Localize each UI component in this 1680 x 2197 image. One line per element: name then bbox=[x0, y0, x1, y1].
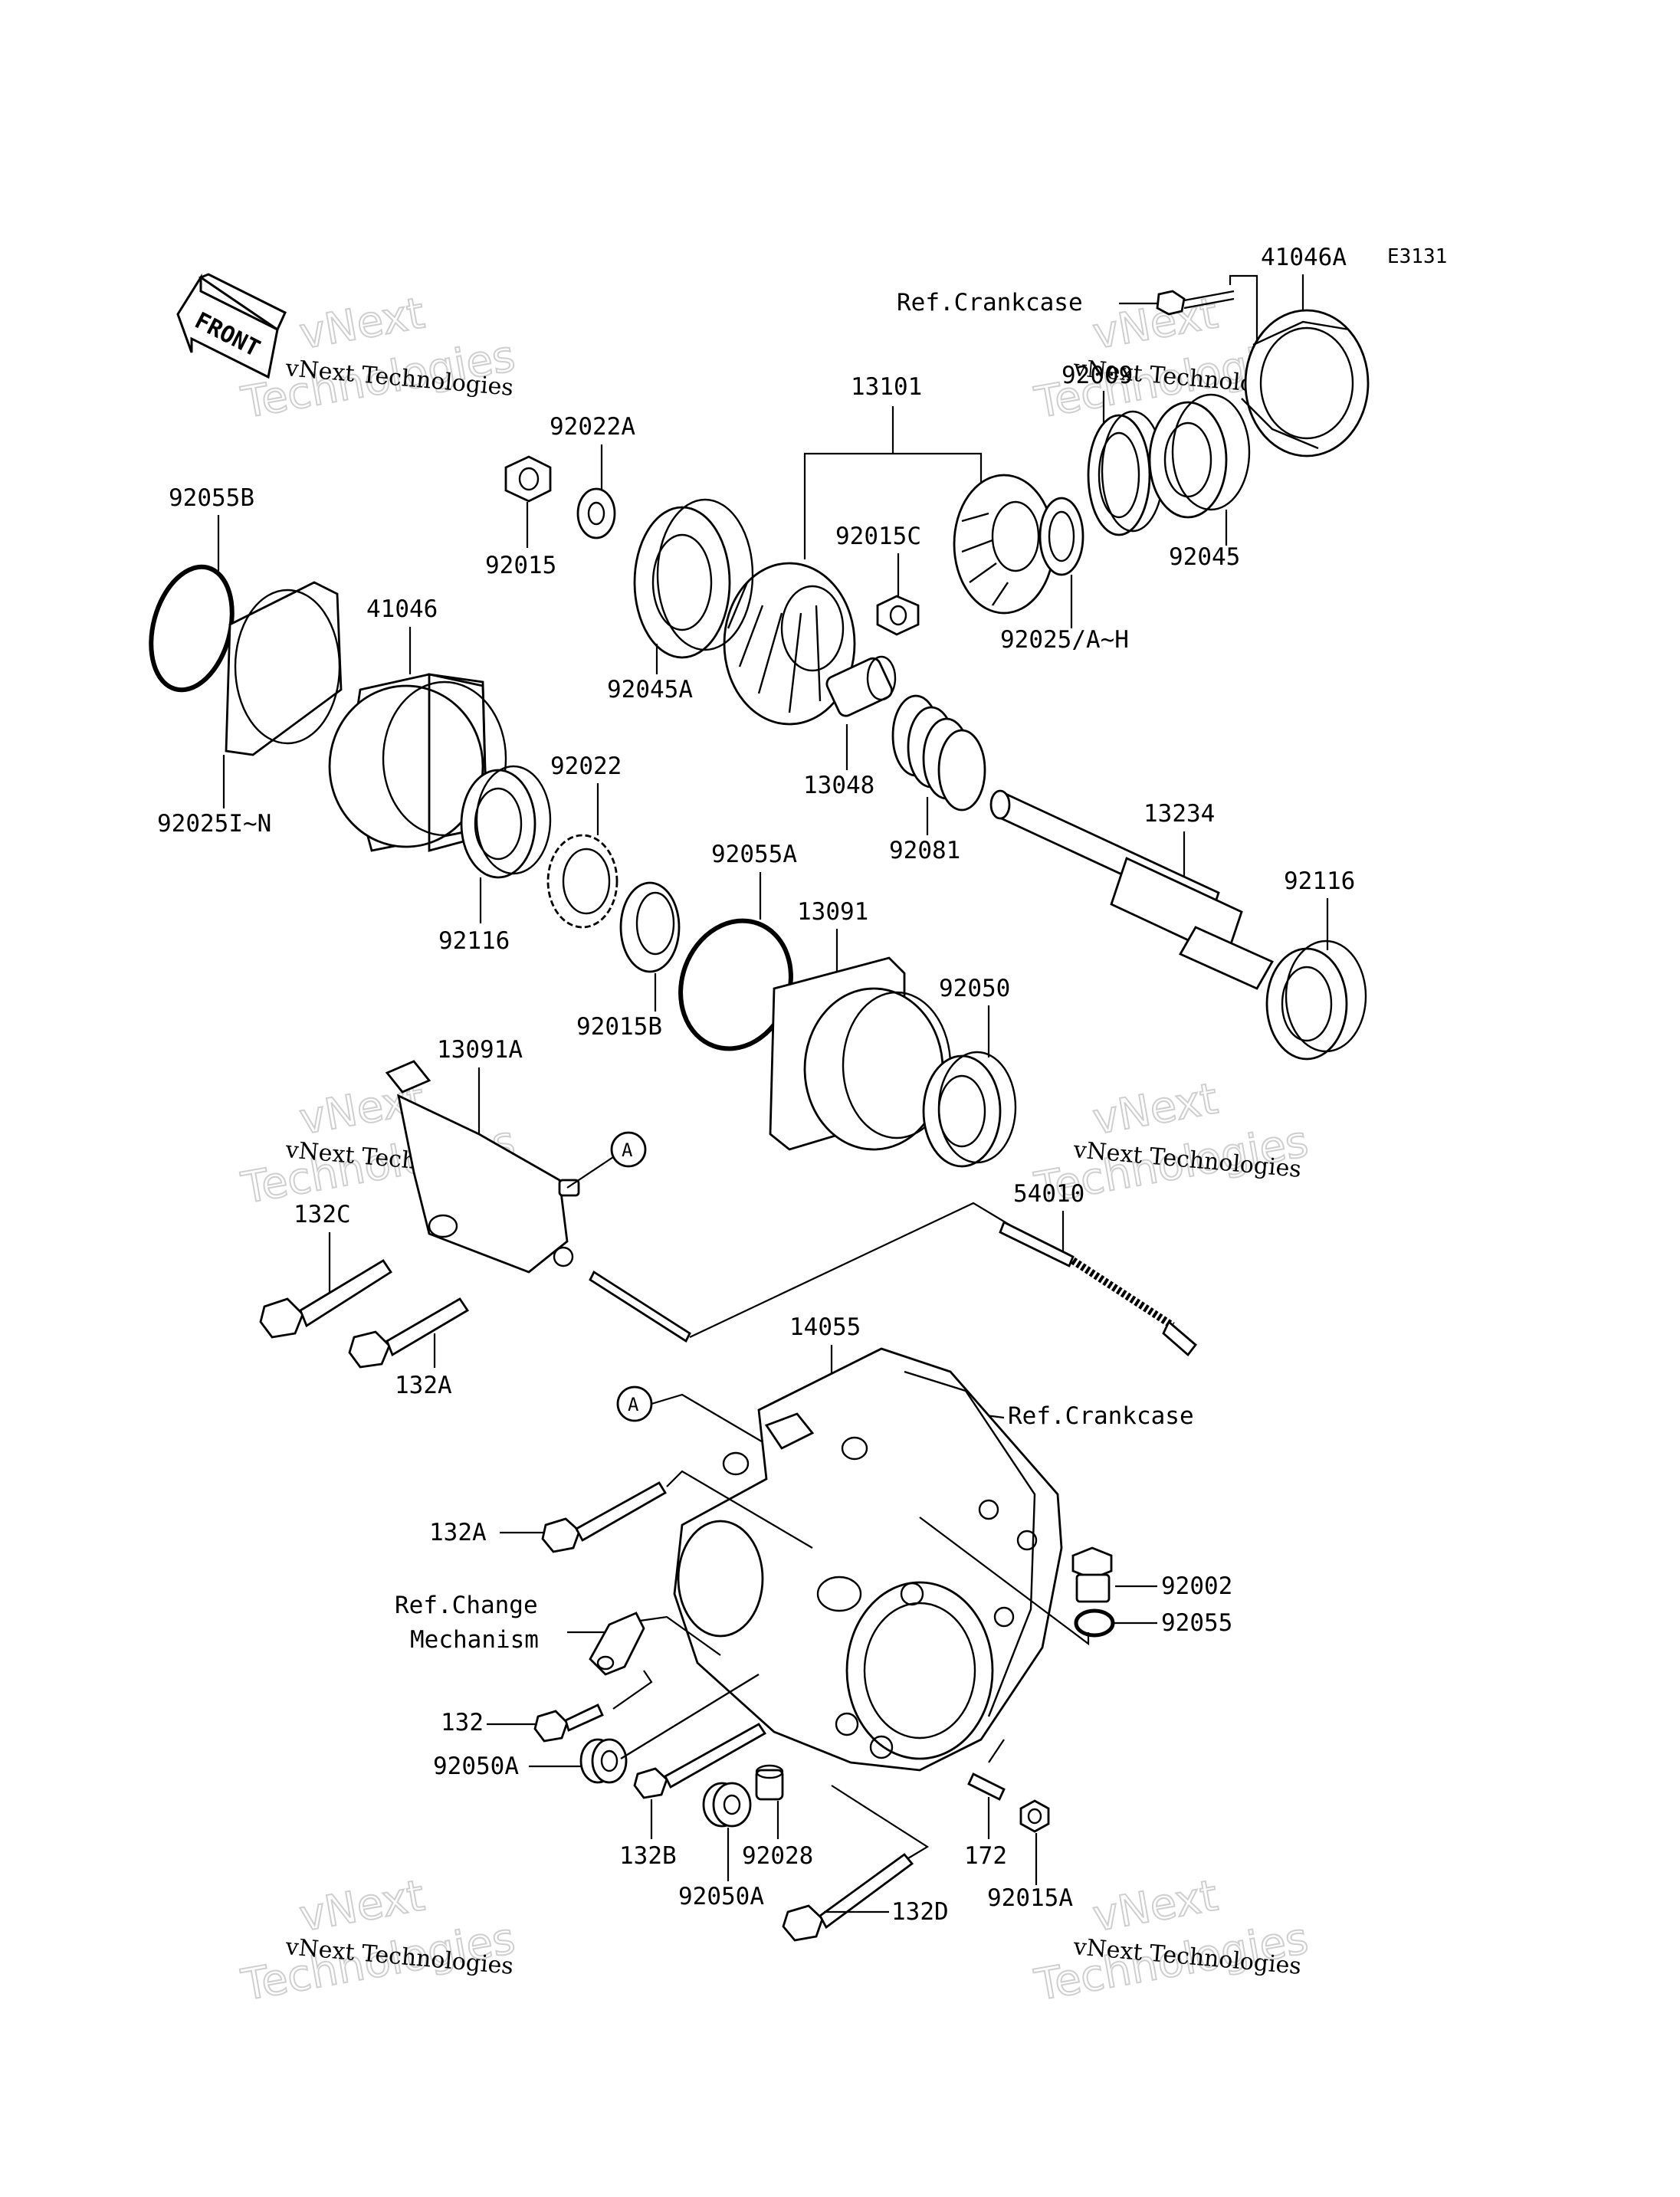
part-92050A-bearing-bottom bbox=[702, 1782, 752, 1828]
label-132A-mid: 132A bbox=[429, 1519, 487, 1546]
svg-text:A: A bbox=[622, 1139, 633, 1161]
label-92015: 92015 bbox=[485, 552, 556, 579]
part-41046-housing bbox=[328, 673, 507, 852]
part-13234-shaft bbox=[989, 789, 1274, 990]
label-13091: 13091 bbox=[797, 898, 868, 926]
label-92055A: 92055A bbox=[711, 841, 797, 868]
part-92022A bbox=[576, 487, 616, 539]
part-132B-bolt bbox=[633, 1723, 766, 1799]
part-cable-rod bbox=[589, 1270, 691, 1343]
part-92002-plug bbox=[1071, 1546, 1113, 1603]
part-92055-oring bbox=[1074, 1608, 1115, 1638]
label-13048: 13048 bbox=[803, 772, 874, 799]
part-92116-seal-left bbox=[460, 765, 552, 879]
front-arrow-icon: FRONT bbox=[176, 273, 287, 379]
label-132A-top: 132A bbox=[395, 1372, 452, 1399]
part-172-stud bbox=[967, 1772, 1006, 1801]
part-92015A-nut bbox=[1019, 1799, 1050, 1833]
diagram-code: E3131 bbox=[1387, 245, 1447, 268]
part-92022-lockwasher bbox=[546, 834, 619, 929]
label-41046: 41046 bbox=[366, 595, 438, 623]
part-92025IN-gasket bbox=[225, 581, 343, 756]
label-132: 132 bbox=[441, 1709, 484, 1736]
part-13091A-cover bbox=[385, 1060, 580, 1274]
part-92045A-bearing bbox=[633, 498, 754, 659]
label-132B: 132B bbox=[619, 1842, 677, 1870]
label-13101: 13101 bbox=[851, 373, 922, 401]
callout-a-bottom: A bbox=[616, 1385, 653, 1422]
label-92050: 92050 bbox=[939, 975, 1010, 1002]
part-92050A-bearing-left bbox=[579, 1738, 628, 1784]
watermark-bottom-right: vNext Technologies vNext Technologies bbox=[1030, 1870, 1313, 2012]
label-92050A-bottom: 92050A bbox=[678, 1883, 764, 1910]
label-172: 172 bbox=[964, 1842, 1007, 1870]
watermark-bottom-left: vNext Technologies vNext Technologies bbox=[237, 1870, 520, 2012]
label-92002: 92002 bbox=[1161, 1572, 1232, 1600]
bolt-crankcase-top bbox=[1156, 290, 1235, 316]
label-92015B: 92015B bbox=[576, 1013, 662, 1041]
label-92055: 92055 bbox=[1161, 1609, 1232, 1637]
ref-change-label-2: Mechanism bbox=[410, 1626, 539, 1654]
label-92022A: 92022A bbox=[550, 413, 635, 441]
label-92116-left: 92116 bbox=[438, 927, 510, 955]
part-92015C-nut bbox=[876, 595, 920, 636]
part-14055-crankcase-cover bbox=[673, 1347, 1063, 1772]
ref-change-label-1: Ref.Change bbox=[395, 1592, 538, 1619]
part-13048 bbox=[825, 655, 897, 717]
label-92015A: 92015A bbox=[987, 1884, 1073, 1912]
part-13091-housing bbox=[769, 956, 952, 1151]
part-92081-spring bbox=[891, 694, 986, 812]
label-92045: 92045 bbox=[1169, 543, 1240, 571]
part-13101-gear-b bbox=[953, 474, 1055, 615]
label-92116-right: 92116 bbox=[1284, 867, 1355, 895]
part-132D-bolt bbox=[782, 1853, 914, 1942]
part-92015-nut bbox=[504, 455, 552, 503]
label-41046A: 41046A bbox=[1261, 244, 1347, 271]
part-92116-seal-right bbox=[1265, 939, 1367, 1061]
part-132A-bolt-mid bbox=[541, 1481, 667, 1553]
label-132C: 132C bbox=[294, 1201, 351, 1228]
part-92050-bearing bbox=[922, 1051, 1017, 1168]
svg-text:A: A bbox=[628, 1394, 639, 1415]
callout-a-top: A bbox=[610, 1131, 647, 1168]
part-change-mechanism-lever bbox=[589, 1612, 645, 1676]
label-92025IN: 92025I~N bbox=[157, 810, 271, 838]
part-41046A bbox=[1241, 309, 1370, 457]
label-92081: 92081 bbox=[889, 837, 960, 864]
label-132D: 132D bbox=[891, 1898, 949, 1926]
label-92015C: 92015C bbox=[835, 523, 921, 550]
label-92009: 92009 bbox=[1061, 362, 1133, 389]
part-54010-cable bbox=[999, 1221, 1197, 1357]
label-54010: 54010 bbox=[1013, 1180, 1084, 1208]
label-92055B: 92055B bbox=[169, 484, 254, 512]
label-92028: 92028 bbox=[742, 1842, 813, 1870]
label-92045A: 92045A bbox=[607, 676, 693, 703]
part-132A-bolt-top bbox=[348, 1297, 469, 1369]
label-13091A: 13091A bbox=[437, 1036, 523, 1064]
part-92009 bbox=[1087, 410, 1165, 536]
part-13101-gear-a bbox=[723, 562, 856, 726]
ref-crankcase-top-label: Ref.Crankcase bbox=[897, 289, 1083, 316]
label-92050A-left: 92050A bbox=[433, 1753, 519, 1780]
part-92015B-ringnut bbox=[619, 881, 681, 973]
part-92025AH-shim bbox=[1039, 497, 1084, 576]
label-92025AH: 92025/A~H bbox=[1000, 626, 1129, 654]
part-92028-dowel bbox=[755, 1764, 784, 1801]
label-92022: 92022 bbox=[550, 753, 622, 780]
part-92045-bearing bbox=[1148, 393, 1251, 519]
label-14055: 14055 bbox=[789, 1313, 861, 1341]
label-13234: 13234 bbox=[1144, 800, 1215, 828]
part-132-bolt bbox=[533, 1703, 604, 1743]
ref-crankcase-mid-label: Ref.Crankcase bbox=[1008, 1402, 1194, 1430]
part-132C-bolt bbox=[259, 1259, 392, 1339]
